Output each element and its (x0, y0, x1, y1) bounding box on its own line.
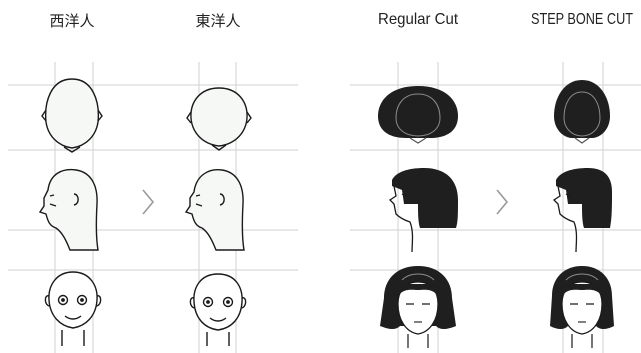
right-col1-title: Regular Cut (378, 11, 459, 28)
grid-lines (8, 62, 641, 353)
regular-cut-top-view (378, 86, 458, 144)
step-bone-cut-side-view (552, 168, 612, 253)
regular-cut-front-view (380, 266, 456, 348)
step-bone-cut-front-view (550, 266, 614, 348)
western-head-front-view (44, 271, 102, 346)
eastern-head-side-view (184, 169, 245, 251)
eastern-head-front-view (189, 273, 247, 346)
eastern-head-top-view (186, 87, 252, 151)
chevron-right-icon (142, 189, 155, 215)
regular-cut-side-view (388, 168, 458, 253)
step-bone-cut-top-view (554, 80, 610, 144)
western-head-top-view (41, 78, 103, 153)
left-col2-title: 東洋人 (195, 12, 240, 30)
left-col1-title: 西洋人 (49, 12, 94, 30)
chevron-right-icon (496, 189, 509, 215)
right-col2-title: STEP BONE CUT (531, 11, 633, 28)
western-head-side-view (38, 168, 99, 251)
